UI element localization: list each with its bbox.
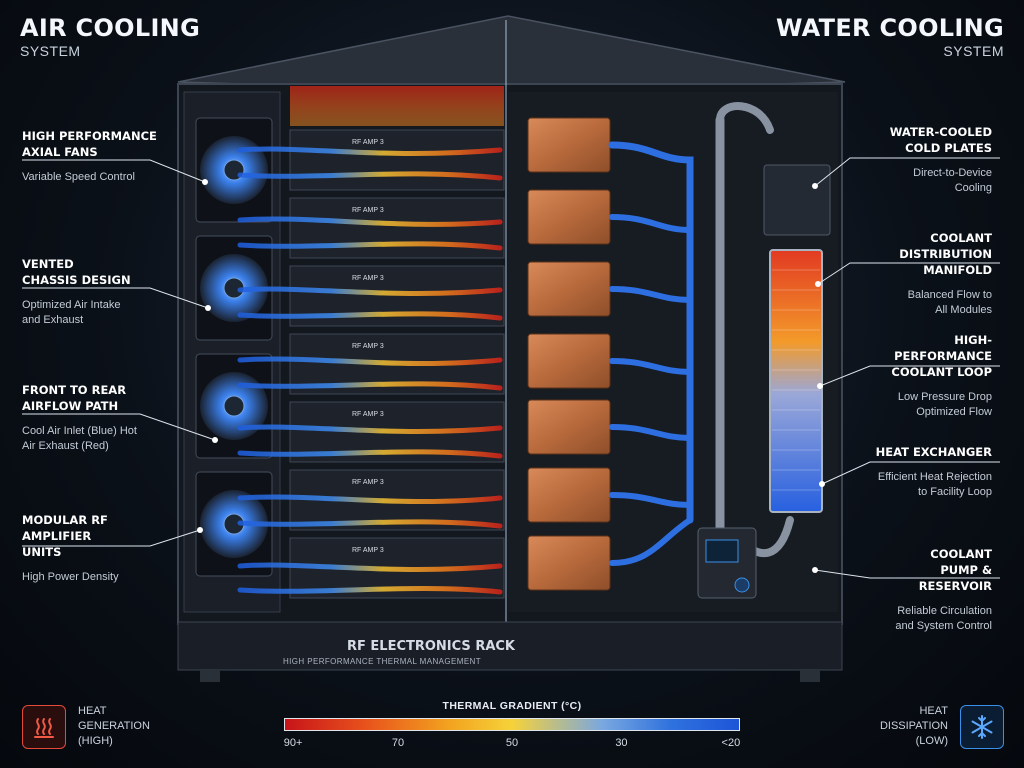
heat-waves-icon — [22, 704, 66, 749]
module-label: RF AMP 3 — [352, 479, 384, 486]
callout-title: MODULAR RF AMPLIFIER UNITS — [22, 513, 108, 559]
water-cooling-title: WATER COOLING — [775, 14, 1004, 42]
water-cooling-subtitle: SYSTEM — [943, 43, 1004, 59]
gradient-title: THERMAL GRADIENT (°C) — [442, 700, 582, 712]
callout-title: HEAT EXCHANGER — [875, 445, 992, 459]
callout-axial-fans: HIGH PERFORMANCE AXIAL FANS Variable Spe… — [22, 128, 192, 185]
air-cooling-header: AIR COOLING SYSTEM — [20, 14, 200, 59]
callout-title: HIGH PERFORMANCE AXIAL FANS — [22, 129, 157, 159]
fan-3 — [195, 353, 273, 459]
water-cooling-header: WATER COOLING SYSTEM — [776, 14, 1004, 59]
gradient-tick: 90+ — [283, 737, 303, 749]
module-label: RF AMP 3 — [352, 343, 384, 350]
thermal-gradient-legend: THERMAL GRADIENT (°C) 90+ 70 50 30 <20 — [284, 700, 740, 753]
gradient-tick: <20 — [721, 737, 741, 749]
callout-title: FRONT TO REAR AIRFLOW PATH — [22, 383, 127, 413]
callout-desc: Reliable Circulation and System Control — [895, 605, 992, 632]
callout-desc: Cool Air Inlet (Blue) Hot Air Exhaust (R… — [22, 425, 137, 452]
callout-desc: Optimized Air Intake and Exhaust — [22, 299, 121, 326]
heat-dissipation-label: HEAT DISSIPATION (LOW) — [879, 705, 948, 747]
gradient-bar — [284, 718, 740, 731]
callout-coolant-loop: HIGH-PERFORMANCE COOLANT LOOP Low Pressu… — [802, 332, 992, 420]
rack-top-panel — [177, 15, 846, 93]
callout-pump-reservoir: COOLANT PUMP & RESERVOIR Reliable Circul… — [802, 546, 992, 634]
callout-title: VENTED CHASSIS DESIGN — [22, 257, 131, 287]
module-label: RF AMP 3 — [352, 275, 384, 282]
callout-manifold: COOLANT DISTRIBUTION MANIFOLD Balanced F… — [802, 230, 992, 318]
left-leader-dots — [197, 179, 218, 533]
callout-vented-chassis: VENTED CHASSIS DESIGN Optimized Air Inta… — [22, 256, 132, 328]
fan-1 — [195, 117, 273, 223]
snowflake-icon — [960, 704, 1004, 749]
hot-exhaust-zone — [290, 86, 504, 126]
callout-desc: Direct-to-Device Cooling — [913, 167, 992, 194]
coolant-loop — [608, 102, 794, 566]
module-label: RF AMP 3 — [352, 207, 384, 214]
gradient-tick: 30 — [615, 737, 628, 749]
left-leader-lines — [22, 159, 216, 547]
rack-subtitle: HIGH PERFORMANCE THERMAL MANAGEMENT — [283, 657, 481, 666]
callout-heat-exchanger: HEAT EXCHANGER Efficient Heat Rejection … — [802, 444, 992, 500]
right-leader-lines — [814, 157, 1000, 579]
callout-rf-modules: MODULAR RF AMPLIFIER UNITS High Power De… — [22, 512, 132, 585]
gradient-tick: 50 — [505, 737, 519, 749]
callout-title: HIGH-PERFORMANCE COOLANT LOOP — [891, 333, 992, 379]
air-cooling-title: AIR COOLING — [20, 14, 201, 42]
module-label: RF AMP 3 — [352, 411, 384, 418]
callout-desc: Efficient Heat Rejection to Facility Loo… — [877, 471, 992, 498]
gradient-ticks: 90+ 70 50 30 <20 — [284, 737, 740, 753]
module-labels: RF AMP 3 RF AMP 3 RF AMP 3 RF AMP 3 RF A… — [352, 139, 384, 554]
rack-title: RF ELECTRONICS RACK — [347, 639, 516, 654]
module-label: RF AMP 3 — [352, 139, 384, 146]
heat-generation-label: HEAT GENERATION (HIGH) — [78, 705, 150, 747]
coolant-manifold — [763, 164, 831, 236]
callout-title: COOLANT PUMP & RESERVOIR — [918, 547, 992, 593]
heat-exchanger-fins — [772, 269, 820, 491]
gradient-tick: 70 — [391, 737, 405, 749]
callout-desc: Variable Speed Control — [22, 171, 135, 183]
heat-dissipation-legend: HEAT DISSIPATION (LOW) — [862, 704, 1004, 749]
callout-desc: Low Pressure Drop Optimized Flow — [897, 391, 992, 418]
airflow-streaks — [237, 146, 503, 595]
right-leader-dots — [812, 183, 825, 573]
heat-exchanger — [769, 249, 823, 513]
heat-generation-legend: HEAT GENERATION (HIGH) — [22, 704, 168, 749]
rack-base — [177, 621, 843, 671]
callout-airflow-path: FRONT TO REAR AIRFLOW PATH Cool Air Inle… — [22, 382, 142, 454]
callout-title: WATER-COOLED COLD PLATES — [889, 125, 992, 155]
cold-plates — [527, 117, 611, 591]
callout-desc: Balanced Flow to All Modules — [907, 289, 992, 316]
module-label: RF AMP 3 — [352, 547, 384, 554]
callout-desc: High Power Density — [22, 571, 119, 583]
air-cooling-subtitle: SYSTEM — [20, 43, 81, 59]
callout-cold-plates: WATER-COOLED COLD PLATES Direct-to-Devic… — [802, 124, 992, 196]
callout-title: COOLANT DISTRIBUTION MANIFOLD — [899, 231, 992, 277]
